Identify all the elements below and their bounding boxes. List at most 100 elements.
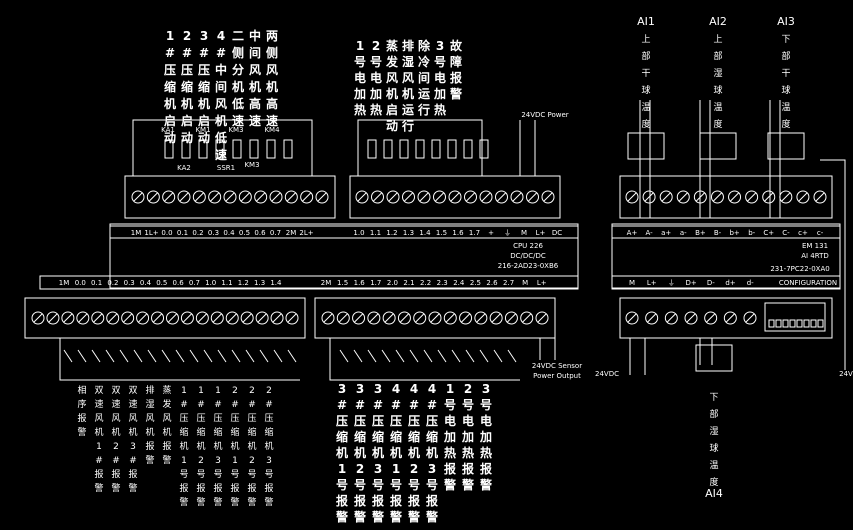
em-bottom-terminal-screw (664, 311, 678, 325)
sensor-desc: 球 (713, 84, 722, 96)
output-terminal-2-screw-slot (512, 192, 522, 202)
sensor-desc: 湿 (709, 426, 718, 437)
input-label-2: 报 (462, 461, 474, 476)
relay-coil (215, 139, 225, 159)
input-label-1: 双 (128, 385, 137, 396)
input-label-2: 报 (408, 493, 420, 508)
output-coil (415, 139, 425, 159)
input-label-2: 号 (480, 397, 492, 412)
input-terminal-1-screw-slot (168, 313, 177, 323)
output-terminal-1-screw-slot (286, 192, 296, 202)
power-label: 24VDC Power (521, 111, 568, 119)
output-terminal-1-screw-slot (179, 192, 189, 202)
output-label-2: 报 (450, 70, 462, 85)
plc-output-terminal-label: L+ (536, 229, 546, 237)
output-label-2: 障 (450, 54, 462, 69)
input-terminal-2-screw-slot (507, 313, 516, 323)
input-label-1: 警 (111, 482, 120, 494)
em-bottom-terminal-screw (704, 311, 718, 325)
input-label-1: 报 (247, 482, 256, 494)
output-terminal-1-screw (208, 190, 222, 204)
input-contact (105, 349, 115, 363)
em-top-terminal-screw (676, 190, 690, 204)
output-terminal-2-screw (371, 190, 384, 204)
output-label-2: 电 (370, 70, 382, 85)
output-label-1: 低 (231, 96, 244, 111)
input-label-2: 4 (410, 382, 418, 396)
sensor-desc: 球 (709, 442, 718, 454)
input-label-1: 压 (247, 413, 256, 424)
output-label-1: 动 (164, 131, 176, 145)
em-bottom-terminal-label: d+ (725, 279, 735, 287)
input-label-1: 湿 (145, 399, 154, 410)
output-label-2: 行 (417, 102, 430, 117)
em-supply-label: 24VDC (595, 370, 619, 378)
input-label-2: 报 (426, 493, 438, 508)
output-label-1: 速 (249, 113, 261, 128)
input-contact (465, 349, 475, 363)
sensor-output-wire (539, 338, 556, 360)
output-label-1: 缩 (198, 79, 210, 94)
output-terminal-1-screw (254, 190, 268, 204)
input-contact (245, 349, 255, 363)
output-label-2: 发 (385, 54, 399, 69)
output-terminal-1-screw (146, 190, 160, 204)
input-label-2: 电 (480, 413, 492, 428)
em-top-terminal-screw-slot (730, 192, 739, 202)
input-label-1: 缩 (247, 426, 256, 438)
sensor-desc: 度 (713, 118, 722, 130)
output-label-2: 故 (450, 38, 463, 53)
input-label-2: 缩 (390, 429, 402, 444)
sensor-desc: 度 (709, 476, 718, 488)
input-label-1: 号 (247, 469, 256, 480)
input-terminal-1-screw (285, 311, 299, 325)
output-terminal-2-screw (495, 190, 508, 204)
em-top-terminal-screw-slot (661, 192, 671, 202)
output-terminal-2-screw (448, 190, 462, 204)
plc-output-terminal-label: 0.6 (254, 229, 266, 237)
input-label-1: # (248, 400, 256, 410)
sensor-desc: 干 (781, 68, 790, 79)
output-label-2: 排 (402, 38, 414, 53)
em-top-terminal-label: c- (817, 229, 824, 237)
output-terminal-2-screw-slot (528, 192, 537, 202)
output-coil (431, 139, 441, 159)
input-terminal-1-screw-slot (33, 313, 43, 323)
output-label-2: 号 (434, 54, 446, 69)
input-label-1: 速 (111, 399, 120, 410)
input-contact (395, 349, 405, 363)
sensor-label: 24VDC Sensor (532, 362, 582, 370)
plc-input-terminal-label: 1.1 (221, 279, 232, 287)
sensor-tag: AI2 (709, 15, 727, 28)
output-label-2: 2 (372, 39, 380, 53)
em-bottom-terminal-screw (684, 311, 698, 325)
input-label-2: 2 (410, 462, 418, 476)
output-label-2: 机 (386, 86, 398, 101)
input-terminal-1-screw-slot (153, 313, 162, 323)
input-contact (147, 349, 157, 363)
input-label-2: 警 (461, 477, 474, 492)
input-label-2: 加 (461, 429, 474, 444)
input-terminal-2-screw-slot (522, 313, 532, 323)
input-label-1: # (214, 400, 222, 410)
em-top-terminal-screw-slot (781, 192, 791, 202)
input-label-2: 警 (335, 509, 348, 524)
input-terminal-1-screw-slot (212, 313, 222, 323)
input-contact (423, 349, 433, 363)
sensor-desc: 干 (641, 68, 650, 79)
input-label-2: # (373, 398, 383, 412)
em-top-terminal-screw (796, 190, 810, 204)
input-contact (63, 349, 73, 363)
relay-label: KM3 (244, 161, 259, 169)
input-terminal-2-screw-slot (537, 313, 547, 323)
input-label-1: 2 (249, 386, 255, 396)
input-label-2: 电 (444, 413, 456, 428)
em-bottom-label-strip (611, 275, 841, 290)
input-common-wire-2 (329, 338, 520, 381)
em-top-terminal-screw (659, 190, 673, 204)
input-label-1: 缩 (213, 426, 222, 438)
em-part-number: 231-7PC22-0XA0 (770, 265, 829, 273)
input-contact (189, 349, 199, 363)
input-terminal-1-screw-slot (272, 313, 282, 323)
em-top-terminal-screw-slot (764, 192, 774, 202)
